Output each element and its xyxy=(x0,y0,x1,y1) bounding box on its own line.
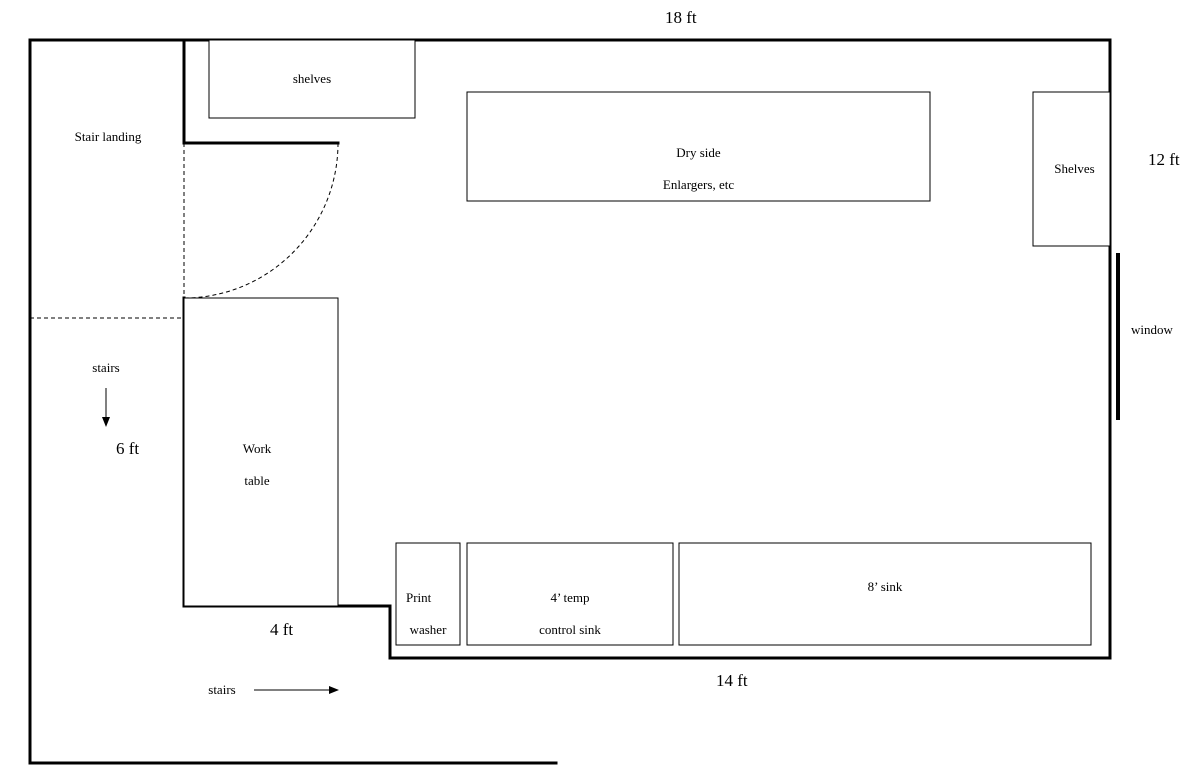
dimension-top: 18 ft xyxy=(665,8,697,27)
temp-sink-label-line1: 4’ temp xyxy=(550,590,590,605)
print-washer-label-line1: Print xyxy=(406,590,432,605)
dimension-work-area-bottom: 4 ft xyxy=(270,620,294,639)
stairs-right-label: stairs xyxy=(208,682,236,697)
print-washer-box xyxy=(395,542,461,646)
temp-sink-box xyxy=(466,542,674,646)
dry-side-label: Dry side Enlargers, etc xyxy=(467,129,930,209)
dry-side-label-line2: Enlargers, etc xyxy=(662,177,735,192)
dimension-bottom: 14 ft xyxy=(716,671,748,690)
stair-landing-label: Stair landing xyxy=(74,129,142,144)
work-table-label-line1: Work xyxy=(242,441,272,456)
work-table-box xyxy=(183,297,339,607)
print-washer-label-line2: washer xyxy=(409,622,447,637)
stairs-down-arrow-head xyxy=(102,417,110,427)
temp-sink-label-line2: control sink xyxy=(539,622,601,637)
dry-side-box xyxy=(466,91,931,202)
shelves-top-box xyxy=(208,39,416,119)
window-label: window xyxy=(1131,322,1173,337)
stairs-right-arrow-head xyxy=(329,686,339,694)
stairs-down-label: stairs xyxy=(92,360,120,375)
shelves-top-label: shelves xyxy=(292,71,332,86)
shelves-right-box xyxy=(1032,91,1111,247)
dimension-stairs-width: 6 ft xyxy=(116,439,140,458)
temp-sink-label: 4’ temp control sink xyxy=(467,574,673,654)
dimension-right: 12 ft xyxy=(1148,150,1180,169)
dry-side-label-line1: Dry side xyxy=(676,145,721,160)
work-table-label: Work table xyxy=(184,425,330,505)
door-swing-arc xyxy=(183,142,339,299)
work-table-label-line2: table xyxy=(244,473,270,488)
eight-sink-box xyxy=(678,542,1092,646)
shelves-right-label: Shelves xyxy=(1054,161,1095,176)
print-washer-label: Print washer xyxy=(396,574,460,654)
eight-sink-label: 8’ sink xyxy=(867,579,903,594)
